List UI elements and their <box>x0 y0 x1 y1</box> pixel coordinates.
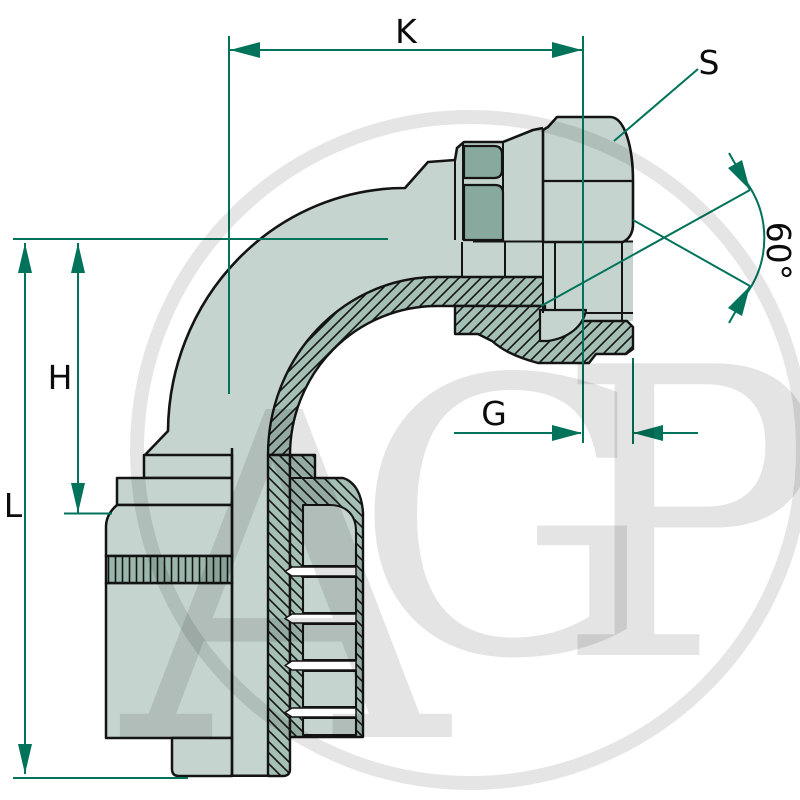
watermark-letter-g: G <box>353 299 657 742</box>
watermark: A G P <box>115 110 800 800</box>
dimension-l <box>13 243 188 779</box>
collar-facet-lower <box>462 183 505 242</box>
sleeve-serration-band <box>104 554 234 585</box>
sleeve-grip-profile <box>284 503 358 737</box>
label-l: L <box>4 486 23 525</box>
watermark-letter-p: P <box>555 285 800 750</box>
fitting-body <box>104 115 635 778</box>
watermark-letter-a: A <box>115 320 453 800</box>
s-leader-line <box>613 68 699 142</box>
nut-cavity <box>543 242 633 321</box>
sleeve-tail <box>170 736 234 778</box>
vertical-bore <box>232 455 268 776</box>
dimension-k <box>228 36 584 443</box>
label-s: S <box>699 43 720 82</box>
dimension-labels: K S G H L 60° <box>4 12 798 525</box>
label-angle-60: 60° <box>759 222 798 281</box>
elbow-outer-profile <box>143 126 544 457</box>
collar-facet-upper <box>462 144 504 180</box>
label-h: H <box>48 358 73 397</box>
elbow-tube-body <box>144 128 555 457</box>
stem-wall-section <box>266 453 292 778</box>
dimension-h <box>64 243 112 515</box>
dimension-g <box>454 358 698 444</box>
swivel-nut <box>541 115 635 244</box>
dimension-angle-60 <box>540 152 766 324</box>
dimensions <box>13 36 766 779</box>
label-k: K <box>395 12 418 51</box>
watermark-circle <box>130 110 800 790</box>
sleeve-outside-view <box>104 453 234 778</box>
label-g: G <box>481 394 507 433</box>
seat-nose <box>538 308 588 343</box>
